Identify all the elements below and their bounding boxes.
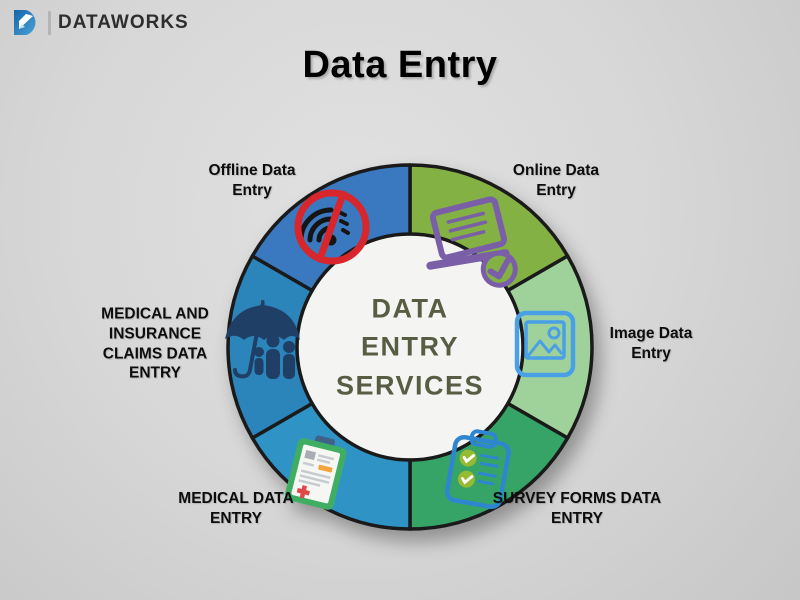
dataworks-logo-icon <box>14 10 36 35</box>
logo-divider <box>48 10 51 35</box>
label-medical-insurance-claims-data-entry: MEDICAL AND INSURANCE CLAIMS DATA ENTRY <box>101 305 209 382</box>
label-image-data-entry: Image Data Entry <box>609 325 693 362</box>
center-disc <box>297 234 523 460</box>
no-wifi-icon <box>294 189 370 265</box>
umbrella-family-icon <box>225 300 300 379</box>
laptop-check-icon <box>426 196 518 288</box>
segment-ring <box>225 163 594 531</box>
picture-icon <box>514 310 576 378</box>
data-entry-wheel: DATA ENTRY SERVICES <box>210 147 610 547</box>
page-title: Data Entry <box>302 44 498 86</box>
center-label: DATA ENTRY SERVICES <box>335 293 485 401</box>
brand-name: DATAWORKS <box>58 11 189 33</box>
survey-clipboard-icon <box>444 429 511 510</box>
label-survey-forms-data-entry: SURVEY FORMS DATA ENTRY <box>492 490 662 527</box>
label-medical-data-entry: MEDICAL DATA ENTRY <box>178 490 294 527</box>
label-online-data-entry: Online Data Entry <box>512 162 600 199</box>
medical-clipboard-icon <box>285 435 347 510</box>
label-offline-data-entry: Offline Data Entry <box>208 162 296 199</box>
brand-logo: DATAWORKS <box>12 8 189 37</box>
